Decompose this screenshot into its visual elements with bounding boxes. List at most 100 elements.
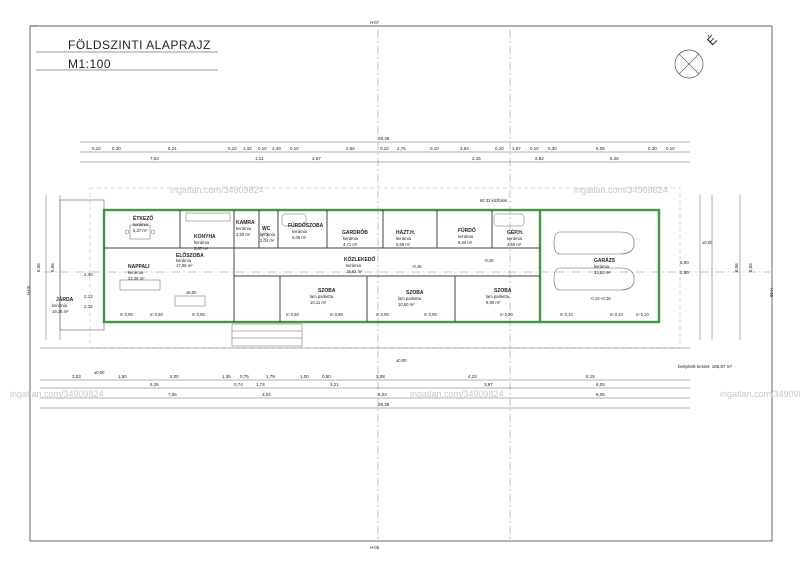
svg-text:3,54: 3,54 xyxy=(460,146,469,151)
dim-overall-bottom: 29,38 xyxy=(378,402,390,407)
svg-text:9,90 m²: 9,90 m² xyxy=(486,300,501,305)
north-arrow-icon: É xyxy=(674,32,720,79)
svg-text:SZOBA: SZOBA xyxy=(318,288,336,294)
svg-text:ELŐSZOBA: ELŐSZOBA xyxy=(176,252,204,259)
room-label-kamra: KAMRA kerámia 2,50 m² xyxy=(236,220,255,237)
svg-text:KAMRA: KAMRA xyxy=(236,220,255,226)
svg-text:-0,15: -0,15 xyxy=(590,296,600,301)
svg-text:1,10: 1,10 xyxy=(243,146,252,151)
bottom-dimension-lines xyxy=(40,347,690,409)
dim-left-2: 2,40 xyxy=(84,272,93,277)
room-label-furdoszoba: FÜRDŐSZOBA kerámia 5,00 m² xyxy=(288,222,324,240)
svg-text:GÉP.H.: GÉP.H. xyxy=(507,228,524,236)
svg-text:0,10: 0,10 xyxy=(92,146,101,151)
left-dimension-lines xyxy=(45,195,61,340)
svg-text:1,11: 1,11 xyxy=(255,156,264,161)
svg-text:kerámia: kerámia xyxy=(260,232,276,237)
svg-text:GARDRÓB: GARDRÓB xyxy=(342,228,368,236)
svg-text:±0,00: ±0,00 xyxy=(396,358,407,363)
svg-text:KÖZLEKEDŐ: KÖZLEKEDŐ xyxy=(344,256,376,263)
room-label-kozlekedo: KÖZLEKEDŐ kerámia 15,61 m² xyxy=(344,256,376,274)
dim-left-3: 2,12 xyxy=(84,294,93,299)
watermark-bottom-right: ingatlan.com/34909824 xyxy=(720,389,800,399)
watermark-bottom-left: ingatlan.com/34909824 xyxy=(10,389,104,399)
north-label: É xyxy=(704,32,720,48)
svg-text:0,30: 0,30 xyxy=(548,146,557,151)
svg-text:WC: WC xyxy=(262,226,271,232)
room-label-eloszoba: ELŐSZOBA kerámia 17,96 m² xyxy=(176,252,204,268)
svg-text:SZOBA: SZOBA xyxy=(406,290,424,296)
dining-table-icon xyxy=(124,224,156,240)
svg-text:6,05: 6,05 xyxy=(596,382,605,387)
svg-text:2,75: 2,75 xyxy=(397,146,406,151)
room-label-gardrob: GARDRÓB kerámia 4,71 m² xyxy=(342,228,368,247)
svg-text:0,10: 0,10 xyxy=(666,146,675,151)
svg-text:2,50 m²: 2,50 m² xyxy=(236,232,251,237)
opening-marks: m 0,90 m 0,90 m 0,90 m 0,90 m 0,90 m 0,9… xyxy=(120,312,649,317)
built-area-label: beépített terület: 186,87 m² xyxy=(678,364,733,369)
section-axis-lines xyxy=(44,30,770,540)
car-icon xyxy=(553,231,635,291)
section-label-top: H-07 xyxy=(370,20,380,25)
svg-text:kerámia: kerámia xyxy=(396,236,412,241)
svg-text:5,67 m²: 5,67 m² xyxy=(194,246,209,251)
svg-text:FÜRDŐ: FÜRDŐ xyxy=(458,227,476,234)
dim-right-3: 2,50 xyxy=(680,270,689,275)
dim-bottom-row3: 7,06 3,04 6,03 6,05 xyxy=(168,392,605,397)
svg-text:33,62 m²: 33,62 m² xyxy=(594,270,611,275)
dim-top-row1: 0,10 0,30 6,21 0,10 1,10 0,10 2,49 0,10 … xyxy=(92,146,675,151)
svg-text:3,08: 3,08 xyxy=(376,374,385,379)
section-label-left: H-05 xyxy=(26,285,31,295)
svg-text:+0,15: +0,15 xyxy=(600,296,611,301)
svg-text:22,26 m²: 22,26 m² xyxy=(128,276,145,281)
svg-text:kerámia: kerámia xyxy=(176,258,192,263)
svg-text:2,49: 2,49 xyxy=(272,146,281,151)
svg-text:6,05: 6,05 xyxy=(596,392,605,397)
svg-text:0,30: 0,30 xyxy=(648,146,657,151)
svg-text:1,57: 1,57 xyxy=(512,146,521,151)
svg-text:m 0,90: m 0,90 xyxy=(500,312,513,317)
dim-left-0: 6,56 xyxy=(36,263,41,272)
svg-text:2,56: 2,56 xyxy=(346,146,355,151)
room-label-nappali: NAPPALI kerámia 22,26 m² xyxy=(128,264,150,281)
section-label-right: H-08 xyxy=(769,288,774,298)
svg-text:19,36 m²: 19,36 m² xyxy=(52,309,69,314)
svg-text:kerámia: kerámia xyxy=(128,270,144,275)
svg-text:0,10: 0,10 xyxy=(530,146,539,151)
svg-text:0,10: 0,10 xyxy=(290,146,299,151)
svg-text:kerámia: kerámia xyxy=(133,222,149,227)
svg-text:5,65 m²: 5,65 m² xyxy=(396,242,411,247)
svg-text:GARÁZS: GARÁZS xyxy=(594,257,616,264)
dim-bottom-row2: 6,26 0,74 1,74 3,21 3,97 6,05 xyxy=(150,382,605,387)
svg-text:6,03: 6,03 xyxy=(378,392,387,397)
dim-right-0: 6,56 xyxy=(748,263,753,272)
svg-text:m 0,90: m 0,90 xyxy=(150,312,163,317)
room-label-szoba-3: SZOBA lam.parketta 9,90 m² xyxy=(486,288,512,305)
svg-text:kerámia: kerámia xyxy=(194,240,210,245)
svg-text:m 0,90: m 0,90 xyxy=(286,312,299,317)
svg-text:m 0,10: m 0,10 xyxy=(636,312,649,317)
svg-text:2,15: 2,15 xyxy=(472,156,481,161)
level-marks: ±0,00 -0,15 -0,45 ±0,00 +0,15 ±0,00 -0,4… xyxy=(94,240,713,375)
svg-text:±0,00: ±0,00 xyxy=(702,240,713,245)
svg-text:FÜRDŐSZOBA: FÜRDŐSZOBA xyxy=(288,222,324,229)
svg-text:kerámia: kerámia xyxy=(594,264,610,269)
room-label-furdo: FÜRDŐ kerámia 6,84 m² xyxy=(458,227,476,245)
room-label-konyha: KONYHA kerámia 5,67 m² xyxy=(194,234,216,251)
svg-text:10,11 m²: 10,11 m² xyxy=(310,300,327,305)
svg-text:kerámia: kerámia xyxy=(507,236,523,241)
section-label-bottom: H-06 xyxy=(370,545,380,550)
watermark-top-right: ingatlan.com/34909824 xyxy=(574,185,668,195)
svg-text:7,53: 7,53 xyxy=(150,156,159,161)
svg-text:-0,45: -0,45 xyxy=(412,264,422,269)
dim-left-4: 2,12 xyxy=(84,304,93,309)
ceiling-note: 60 32 közfalos xyxy=(480,198,507,203)
toilet-icon xyxy=(261,232,269,240)
svg-text:0,10: 0,10 xyxy=(495,146,504,151)
svg-text:3,04: 3,04 xyxy=(262,392,271,397)
dim-bottom-row1: 3,03 1,50 2,00 1,36 0,75 1,79 1,00 0,50 … xyxy=(72,374,595,379)
svg-text:4,71 m²: 4,71 m² xyxy=(343,242,358,247)
svg-text:m 0,90: m 0,90 xyxy=(376,312,389,317)
svg-text:m 0,90: m 0,90 xyxy=(424,312,437,317)
svg-text:15,61 m²: 15,61 m² xyxy=(346,269,363,274)
